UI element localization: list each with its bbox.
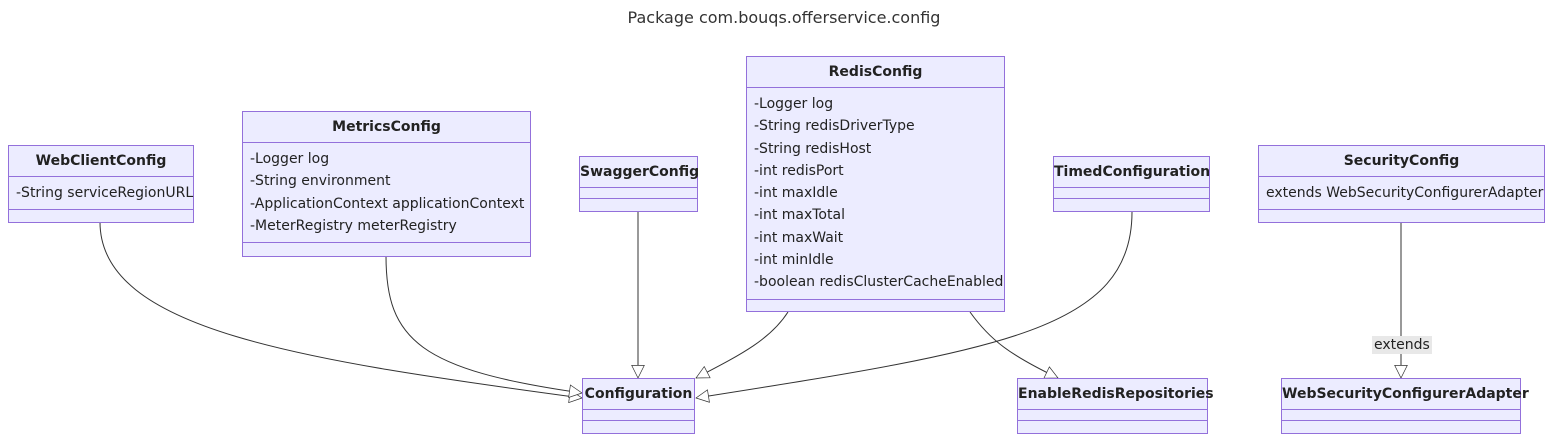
class-methods bbox=[1259, 210, 1544, 220]
attribute: -String redisHost bbox=[754, 140, 872, 157]
attribute: -ApplicationContext applicationContext bbox=[250, 195, 525, 212]
class-methods bbox=[1282, 421, 1520, 431]
attribute: -int maxWait bbox=[754, 229, 844, 246]
attribute: -int maxIdle bbox=[754, 185, 838, 202]
attribute: -String redisDriverType bbox=[754, 118, 915, 135]
class-attributes: extends WebSecurityConfigurerAdapter bbox=[1259, 177, 1544, 211]
edge-timed-configuration bbox=[696, 211, 1133, 398]
edge-metrics-configuration bbox=[385, 255, 582, 393]
attribute: -int redisPort bbox=[754, 162, 844, 179]
attribute: -String environment bbox=[250, 173, 391, 190]
class-name: TimedConfiguration bbox=[1054, 157, 1210, 188]
class-redisconfig[interactable]: RedisConfig -Logger log -String redisDri… bbox=[746, 56, 1005, 312]
diagram-title: Package com.bouqs.offerservice.config bbox=[627, 8, 941, 27]
class-name: RedisConfig bbox=[747, 57, 1004, 88]
class-attributes bbox=[1054, 188, 1209, 199]
class-attributes bbox=[583, 410, 694, 421]
class-name: EnableRedisRepositories bbox=[1018, 379, 1214, 410]
class-name: Configuration bbox=[583, 379, 694, 410]
class-swaggerconfig[interactable]: SwaggerConfig bbox=[579, 156, 699, 212]
class-configuration[interactable]: Configuration bbox=[582, 378, 695, 434]
class-name: WebClientConfig bbox=[9, 146, 193, 177]
attribute: -MeterRegistry meterRegistry bbox=[250, 217, 457, 234]
attribute: -boolean redisClusterCacheEnabled bbox=[754, 274, 1004, 291]
class-name: SecurityConfig bbox=[1259, 146, 1544, 177]
class-timedconfiguration[interactable]: TimedConfiguration bbox=[1053, 156, 1210, 212]
class-methods bbox=[9, 210, 193, 220]
class-name: WebSecurityConfigurerAdapter bbox=[1282, 379, 1529, 410]
extends-label: extends bbox=[1372, 336, 1432, 354]
edge-redis-configuration bbox=[696, 311, 789, 379]
class-methods bbox=[747, 300, 1004, 310]
class-methods bbox=[1054, 199, 1209, 209]
class-methods bbox=[580, 199, 697, 209]
class-methods bbox=[583, 421, 694, 431]
edge-webclient-configuration bbox=[99, 221, 582, 398]
class-attributes: -Logger log -String environment -Applica… bbox=[243, 143, 530, 244]
class-securityconfig[interactable]: SecurityConfig extends WebSecurityConfig… bbox=[1258, 145, 1545, 223]
attribute: -Logger log bbox=[250, 151, 330, 167]
attribute: -int maxTotal bbox=[754, 207, 845, 224]
class-attributes: -String serviceRegionURL bbox=[9, 177, 194, 211]
attribute: -int minIdle bbox=[754, 252, 834, 269]
class-methods bbox=[1018, 421, 1207, 431]
edge-redis-enableredis bbox=[969, 311, 1058, 378]
class-name: SwaggerConfig bbox=[580, 157, 699, 188]
class-attributes bbox=[1018, 410, 1207, 421]
class-metricsconfig[interactable]: MetricsConfig -Logger log -String enviro… bbox=[242, 111, 531, 257]
attribute: -String serviceRegionURL bbox=[16, 185, 194, 201]
class-methods bbox=[243, 243, 530, 253]
attribute: extends WebSecurityConfigurerAdapter bbox=[1266, 185, 1544, 201]
class-attributes bbox=[1282, 410, 1520, 421]
class-websecurityconfigureradapter[interactable]: WebSecurityConfigurerAdapter bbox=[1281, 378, 1529, 434]
class-webclientconfig[interactable]: WebClientConfig -String serviceRegionURL bbox=[8, 145, 194, 223]
class-enableredisrepositories[interactable]: EnableRedisRepositories bbox=[1017, 378, 1214, 434]
class-name: MetricsConfig bbox=[243, 112, 530, 143]
class-attributes: -Logger log -String redisDriverType -Str… bbox=[747, 88, 1004, 300]
class-attributes bbox=[580, 188, 697, 199]
attribute: -Logger log bbox=[754, 96, 834, 112]
